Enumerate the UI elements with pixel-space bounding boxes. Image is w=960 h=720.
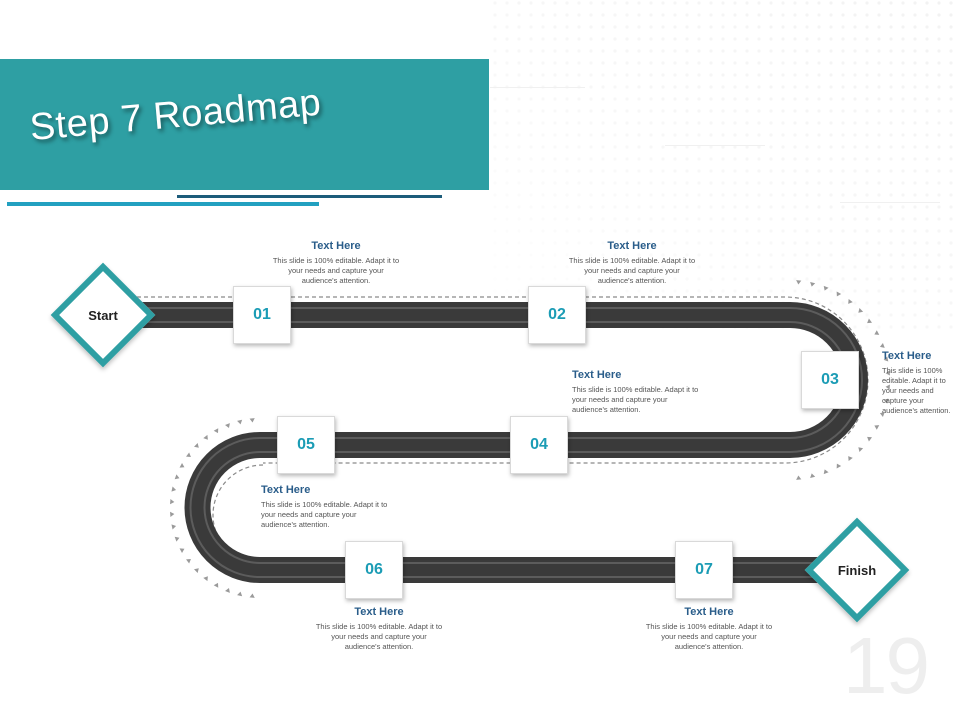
page-number: 19 <box>843 621 930 710</box>
tick-mark <box>858 308 864 313</box>
tick-mark <box>249 593 255 598</box>
step-box-07: 07 <box>675 541 733 599</box>
tick-mark <box>879 342 885 348</box>
tick-mark <box>194 443 199 448</box>
tick-mark <box>867 318 873 324</box>
callout-heading: Text Here <box>354 606 404 618</box>
tick-mark <box>867 436 873 442</box>
tick-mark <box>874 425 880 430</box>
tick-mark <box>213 428 219 434</box>
tick-mark <box>186 558 191 564</box>
tick-mark <box>883 398 889 404</box>
title-banner <box>0 59 489 190</box>
tick-mark <box>171 486 177 492</box>
start-label: Start <box>88 307 118 323</box>
decor-line <box>665 145 765 146</box>
tick-mark <box>237 419 243 425</box>
tick-mark <box>170 511 175 517</box>
tick-mark <box>883 356 889 362</box>
road-tick-marks <box>170 280 890 598</box>
tick-mark <box>203 434 208 440</box>
tick-mark <box>171 524 177 530</box>
tick-mark <box>874 330 880 335</box>
step-box-01: 01 <box>233 286 291 344</box>
decor-line <box>490 87 585 88</box>
callout-05: Text Here This slide is 100% editable. A… <box>261 484 393 530</box>
tick-mark <box>848 456 853 462</box>
tick-mark <box>194 568 199 573</box>
tick-mark <box>179 548 185 554</box>
tick-mark <box>848 298 853 304</box>
tick-mark <box>225 588 230 593</box>
tick-mark <box>213 582 219 588</box>
callout-body: This slide is 100% editable. Adapt it to… <box>645 622 773 651</box>
callout-heading: Text Here <box>261 484 311 496</box>
tick-mark <box>823 285 829 291</box>
callout-body: This slide is 100% editable. Adapt it to… <box>272 256 400 285</box>
road-center <box>110 309 861 576</box>
step-box-03: 03 <box>801 351 859 409</box>
callout-heading: Text Here <box>607 240 657 252</box>
tick-mark <box>836 291 842 297</box>
tick-mark <box>186 452 191 458</box>
callout-03: Text Here This slide is 100% editable. A… <box>882 350 954 416</box>
decor-line <box>840 202 940 203</box>
tick-mark <box>225 423 230 428</box>
title-underline-dark <box>177 195 442 198</box>
tick-mark <box>170 499 175 505</box>
start-marker: Start <box>50 262 156 368</box>
tick-mark <box>179 462 185 468</box>
tick-mark <box>203 576 208 582</box>
callout-body: This slide is 100% editable. Adapt it to… <box>261 500 388 529</box>
callout-02: Text Here This slide is 100% editable. A… <box>566 240 698 286</box>
tick-mark <box>249 418 255 423</box>
callout-body: This slide is 100% editable. Adapt it to… <box>568 256 696 285</box>
step-box-04: 04 <box>510 416 568 474</box>
step-box-02: 02 <box>528 286 586 344</box>
callout-04: Text Here This slide is 100% editable. A… <box>572 369 704 415</box>
step-box-05: 05 <box>277 416 335 474</box>
title-underline-teal <box>7 202 319 206</box>
finish-marker: Finish <box>804 517 910 623</box>
callout-heading: Text Here <box>882 350 932 362</box>
callout-01: Text Here This slide is 100% editable. A… <box>270 240 402 286</box>
callout-heading: Text Here <box>684 606 734 618</box>
tick-mark <box>796 280 802 285</box>
tick-mark <box>796 475 802 480</box>
tick-mark <box>810 473 816 478</box>
callout-body: This slide is 100% editable. Adapt it to… <box>315 622 443 651</box>
tick-mark <box>885 384 890 390</box>
callout-heading: Text Here <box>572 369 622 381</box>
tick-mark <box>858 447 864 452</box>
callout-07: Text Here This slide is 100% editable. A… <box>643 606 775 652</box>
tick-mark <box>823 469 829 475</box>
callout-heading: Text Here <box>311 240 361 252</box>
tick-mark <box>810 282 816 287</box>
tick-mark <box>174 474 180 480</box>
callout-06: Text Here This slide is 100% editable. A… <box>313 606 445 652</box>
callout-body: This slide is 100% editable. Adapt it to… <box>572 385 699 414</box>
tick-mark <box>879 412 885 418</box>
callout-body: This slide is 100% editable. Adapt it to… <box>882 366 951 415</box>
step-box-06: 06 <box>345 541 403 599</box>
finish-label: Finish <box>837 562 877 578</box>
tick-mark <box>174 536 180 542</box>
tick-mark <box>885 370 890 376</box>
tick-mark <box>836 463 842 469</box>
tick-mark <box>237 591 243 597</box>
